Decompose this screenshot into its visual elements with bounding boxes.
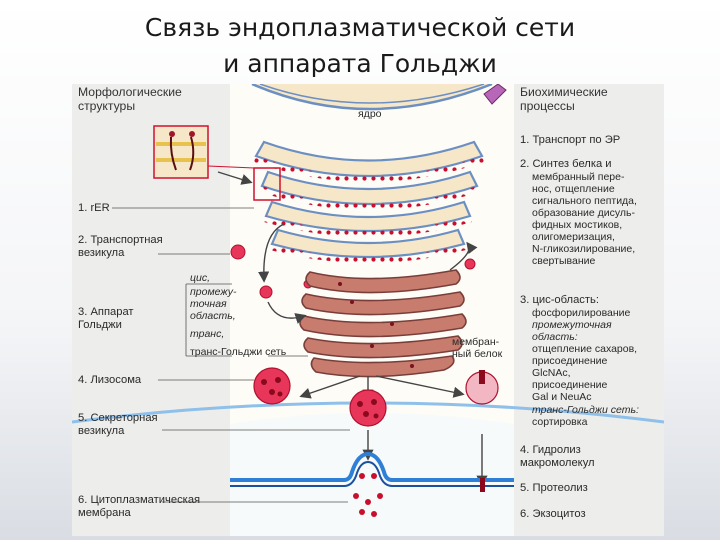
label-secretory-vesicle: 5. Секреторная везикула xyxy=(78,412,158,437)
process-2-title: 2. Синтез белка и xyxy=(520,158,612,170)
membrane-inset-bilayer xyxy=(156,142,206,162)
secretory-vesicle xyxy=(349,389,387,427)
membrane-protein-label: мембран- ный белок xyxy=(452,336,503,360)
left-header: Морфологические структуры xyxy=(78,85,182,113)
label-cytoplasmic-membrane: 6. Цитоплазматическая мембрана xyxy=(78,494,201,519)
nucleus-inner xyxy=(259,84,485,104)
nucleus-label: ядро xyxy=(358,108,382,120)
membrane-protein-insert xyxy=(480,478,485,492)
nucleus xyxy=(251,84,493,111)
golgi-cis-label: цис, xyxy=(190,272,211,284)
slide-title: Связь эндоплазматической сети и аппарата… xyxy=(0,10,720,82)
process-3-a: фосфорилирование xyxy=(532,307,631,319)
process-3-d: транс-Гольджи сеть: xyxy=(532,404,639,416)
process-3-e: сортировка xyxy=(532,416,588,428)
membrane-protein-vesicle xyxy=(465,370,499,405)
lysosome xyxy=(253,367,291,405)
rer-zoom-box xyxy=(253,167,281,201)
golgi-trans-network-label: транс-Гольджи сеть xyxy=(190,346,287,358)
cell-diagram xyxy=(72,84,664,536)
right-header: Биохимические процессы xyxy=(520,85,608,113)
title-line-2: и аппарата Гольджи xyxy=(223,49,497,78)
process-2-text: мембранный пере- нос, отщепление сигналь… xyxy=(532,171,637,267)
membrane-inset xyxy=(153,125,209,179)
process-3-c: отщепление сахаров, присоединение GlcNAc… xyxy=(532,343,638,403)
organelle-fragment xyxy=(483,84,507,105)
label-lysosome: 4. Лизосома xyxy=(78,374,142,386)
label-rer: 1. rER xyxy=(78,202,110,214)
er-golgi-figure: Морфологические структуры 1. rER 2. Тран… xyxy=(72,84,664,536)
process-4: 4. Гидролиз макромолекул xyxy=(520,444,595,469)
process-5: 5. Протеолиз xyxy=(520,482,588,494)
process-6: 6. Экзоцитоз xyxy=(520,508,586,520)
process-1: 1. Транспорт по ЭР xyxy=(520,134,621,146)
golgi-stack xyxy=(299,269,467,378)
label-golgi: 3. Аппарат Гольджи xyxy=(78,306,134,331)
process-3-title: 3. цис-область: xyxy=(520,294,599,306)
golgi-intermediate-label: промежу- точная область, xyxy=(190,286,237,322)
plasma-membrane xyxy=(230,451,514,482)
golgi-trans-label: транс, xyxy=(190,328,225,340)
title-line-1: Связь эндоплазматической сети xyxy=(144,13,576,42)
right-column xyxy=(514,84,664,536)
process-3-b: промежуточная область: xyxy=(532,319,612,343)
label-transport-vesicle: 2. Транспортная везикула xyxy=(78,234,163,259)
exocytosis-particles xyxy=(353,473,383,517)
